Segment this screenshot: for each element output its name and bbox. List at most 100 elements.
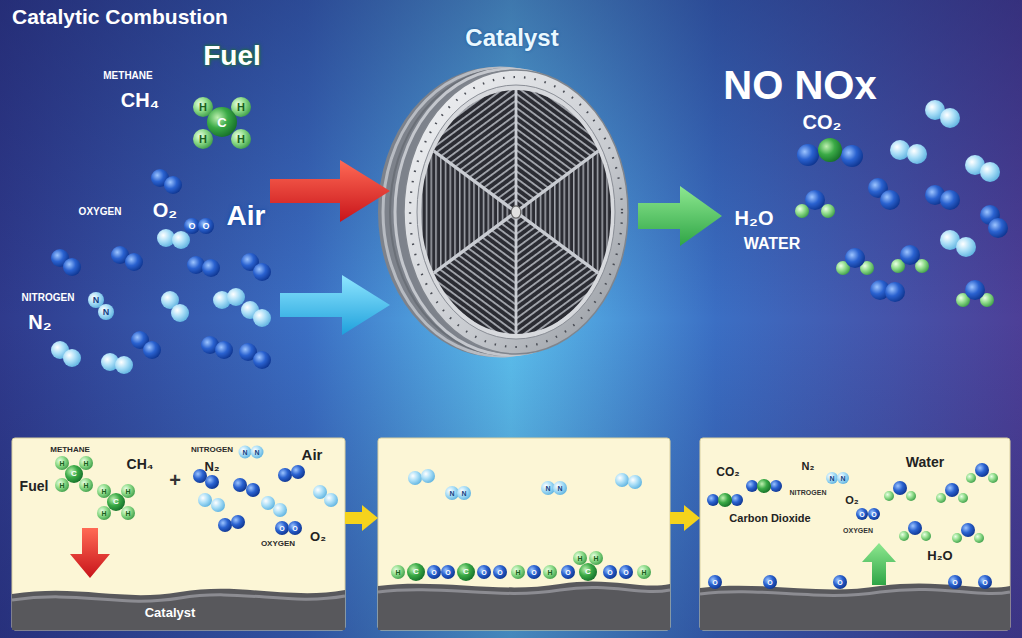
panel-one-molecules — [239, 446, 252, 459]
atom-letter: N — [93, 296, 100, 305]
panel-three-molecules — [770, 480, 782, 492]
panel-three-molecules — [826, 472, 838, 484]
product-molecules — [940, 108, 960, 128]
stage-panel-ground — [12, 438, 1010, 630]
text-label: NITROGEN — [191, 446, 233, 454]
panel-three-molecules — [899, 531, 909, 541]
text-label: CO₂ — [803, 112, 842, 132]
atom-letter: N — [449, 490, 454, 497]
atom-letter: H — [641, 569, 646, 576]
panel-one-molecules — [273, 503, 287, 517]
panel-three-molecules — [837, 472, 849, 484]
atom-letter: N — [461, 490, 466, 497]
panel-three-molecules — [763, 575, 777, 589]
panel-three-molecules — [975, 463, 989, 477]
stage-arrow — [670, 512, 684, 524]
panel-one-molecules — [278, 468, 292, 482]
panel-one-molecules — [79, 456, 93, 470]
panel-three-molecules — [884, 491, 894, 501]
text-label: Air — [227, 202, 266, 230]
atom-letter: O — [565, 569, 570, 576]
atom-letter: N — [545, 485, 550, 492]
panel-three-molecules — [862, 543, 896, 585]
catalyst-drum — [417, 85, 615, 339]
panel-one-molecules — [275, 521, 289, 535]
product-molecules — [818, 138, 842, 162]
panel-one-molecules — [55, 456, 69, 470]
atom-letter: H — [125, 510, 130, 517]
product-molecules — [797, 144, 819, 166]
panel-one-molecules — [288, 521, 302, 535]
text-label: Catalyst — [465, 26, 558, 50]
oxygen-molecule — [198, 218, 214, 234]
stage-panel: CO₂N₂NNNITROGENWaterO₂OOCarbon DioxideOX… — [700, 438, 1010, 630]
text-label: N₂ — [28, 312, 51, 332]
oxygen-molecule — [184, 218, 214, 234]
air-molecules — [253, 351, 271, 369]
text-label: NITROGEN — [790, 489, 827, 496]
text-label: OXYGEN — [79, 207, 122, 217]
product-molecules — [880, 190, 900, 210]
panel-one-molecules — [70, 528, 110, 578]
text-label: WATER — [744, 236, 801, 252]
catalyst-drum — [516, 212, 598, 334]
panel-one-molecules — [261, 496, 275, 510]
panel-three-molecules — [921, 531, 931, 541]
atom-letter: H — [101, 488, 106, 495]
panel-two-molecules — [603, 565, 617, 579]
flow-arrow — [638, 186, 722, 246]
panel-one-molecules — [198, 493, 212, 507]
panel-one-molecules — [121, 506, 135, 520]
product-molecules — [795, 100, 1008, 307]
title-text: Catalytic Combustion — [12, 6, 228, 27]
atom-letter: O — [481, 569, 486, 576]
methane-molecule — [207, 107, 237, 137]
air-molecules — [187, 256, 205, 274]
atom-letter: H — [59, 460, 64, 467]
panel-one-molecules — [218, 518, 232, 532]
methane-molecule — [193, 129, 213, 149]
atom-letter: H — [199, 102, 207, 113]
atom-letter: H — [59, 482, 64, 489]
panel-two-molecules — [477, 565, 491, 579]
atom-letter: H — [237, 134, 245, 145]
panel-three-molecules — [833, 575, 847, 589]
atom-letter: O — [712, 579, 717, 586]
panel-three-molecules — [936, 493, 946, 503]
panel-two-molecules — [457, 563, 475, 581]
text-label: O₂ — [153, 200, 177, 220]
panel-two-molecules — [628, 475, 642, 489]
catalyst-drum — [378, 67, 628, 357]
catalyst-drum — [516, 212, 598, 273]
panel-two-molecules — [589, 551, 603, 565]
panel-three-molecules — [952, 533, 962, 543]
atom-letter: O — [607, 569, 612, 576]
text-label: Air — [302, 447, 323, 462]
product-molecules — [795, 204, 809, 218]
text-label: Fuel — [20, 479, 49, 493]
panel-two-molecules — [637, 565, 651, 579]
panel-one-molecules — [65, 465, 83, 483]
catalyst-surface — [700, 583, 1010, 630]
air-molecules — [253, 309, 271, 327]
panel-one-molecules — [205, 475, 219, 489]
stage-panel-ground — [12, 438, 345, 630]
atom-letter: O — [871, 511, 876, 518]
air-molecules — [202, 259, 220, 277]
panel-one-molecules — [291, 465, 305, 479]
product-molecules — [907, 144, 927, 164]
catalyst-surface — [12, 595, 345, 601]
air-molecules — [63, 349, 81, 367]
text-label: O₂ — [845, 495, 858, 506]
atom-letter: H — [577, 555, 582, 562]
panel-three-molecules — [908, 521, 922, 535]
panel-three-molecules — [707, 463, 998, 589]
atom-letter: N — [103, 308, 110, 317]
panel-one-molecules — [324, 493, 338, 507]
oxygen-molecule — [184, 218, 200, 234]
nitrogen-molecule — [98, 304, 114, 320]
panel-three-molecules — [906, 491, 916, 501]
text-label: NITROGEN — [22, 293, 75, 303]
